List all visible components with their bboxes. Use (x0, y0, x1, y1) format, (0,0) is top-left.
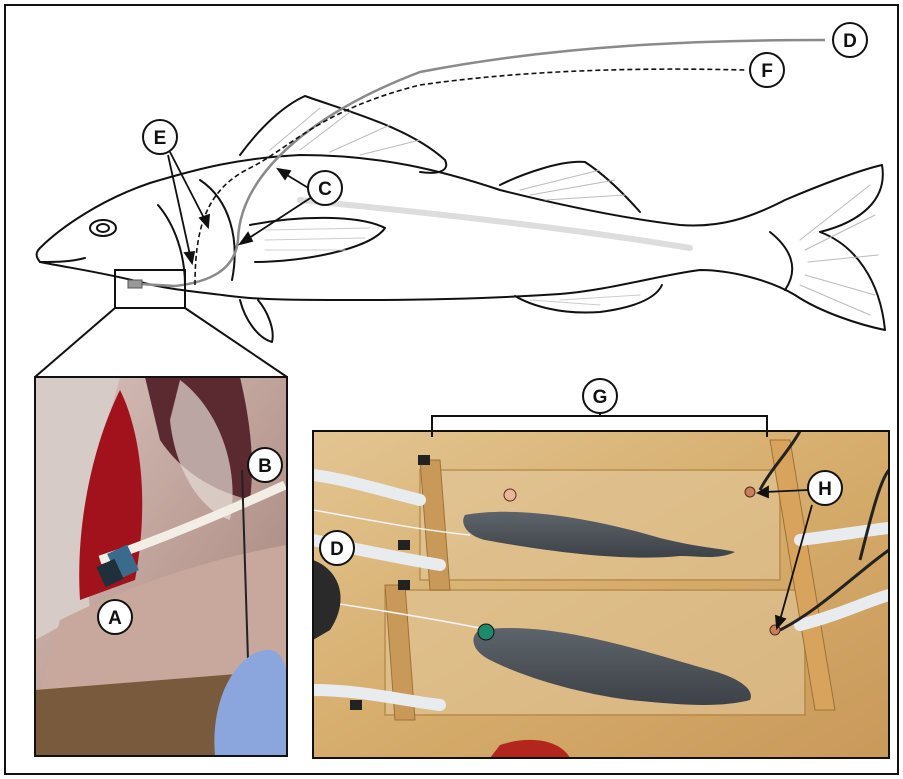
label-c: C (308, 171, 342, 205)
catheter-tip (128, 280, 142, 288)
label-f: F (750, 53, 784, 87)
label-h-text: H (818, 479, 832, 500)
label-d-top-text: D (843, 31, 857, 52)
label-e: E (143, 120, 177, 154)
pelvic-fin (240, 300, 273, 342)
label-d-photo-text: D (330, 539, 344, 560)
eye-outer (90, 220, 116, 236)
eye-inner (97, 224, 109, 232)
fish-body-outline (37, 155, 885, 330)
zoom-line-left (35, 308, 115, 377)
label-g-text: G (593, 387, 608, 408)
label-b: B (248, 448, 282, 482)
tank-photo (313, 431, 889, 758)
mouth (40, 258, 85, 262)
lead-f-line (195, 69, 745, 285)
label-a: A (98, 600, 132, 634)
tail-base-curve (770, 232, 792, 290)
pointer-arrows (168, 152, 315, 263)
label-g: G (583, 379, 617, 413)
label-a-text: A (108, 608, 122, 629)
operculum (200, 180, 235, 280)
inset-photo (35, 377, 287, 756)
label-b-text: B (258, 456, 272, 477)
label-c-text: C (318, 179, 332, 200)
lateral-line (300, 200, 690, 248)
label-e-text: E (154, 128, 167, 149)
label-h: H (808, 471, 842, 505)
dorsal-fin-2 (500, 162, 640, 212)
label-d-top: D (833, 23, 867, 57)
label-f-text: F (761, 61, 773, 82)
catheter-d-line (140, 40, 825, 286)
label-d-photo: D (320, 531, 354, 565)
anal-fin (515, 285, 662, 313)
